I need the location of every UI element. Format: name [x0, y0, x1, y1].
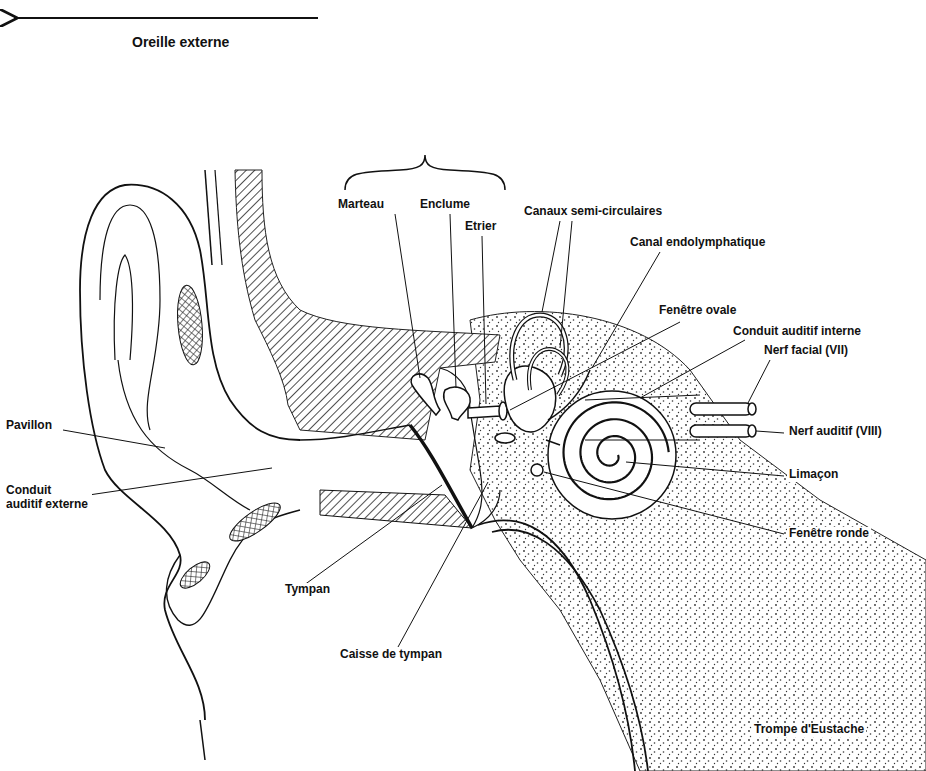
tympanum	[410, 425, 472, 528]
malleus	[411, 374, 440, 415]
part-label: Conduit auditif externe	[4, 484, 92, 512]
cochlea-link	[546, 440, 560, 445]
skin-line	[205, 170, 212, 265]
part-label: Enclume	[418, 198, 472, 212]
auditory-nerve	[690, 425, 752, 437]
helix-rim	[100, 205, 160, 430]
part-label: Canaux semi-circulaires	[522, 205, 664, 219]
part-label: Caisse de tympan	[338, 648, 444, 662]
bracket	[345, 155, 505, 190]
cochlea-capsule	[548, 391, 676, 519]
stapes	[468, 406, 500, 418]
cartilage	[175, 284, 206, 366]
cartilage	[176, 557, 214, 592]
round-window	[531, 464, 543, 476]
skin-line	[215, 170, 222, 265]
part-label: Trompe d'Eustache	[752, 723, 866, 737]
internal-canal	[585, 395, 700, 440]
part-label: Marteau	[336, 198, 386, 212]
region-label: Oreille externe	[130, 34, 231, 50]
part-label: Fenêtre ovale	[657, 304, 738, 318]
part-label: Nerf facial (VII)	[762, 344, 850, 358]
part-label: Canal endolymphatique	[628, 236, 767, 250]
semicircular-canal-lumen	[529, 349, 567, 395]
part-label: Nerf auditif (VIII)	[787, 425, 884, 439]
tympanic-cavity	[440, 368, 500, 528]
stapes-base	[495, 433, 515, 443]
nerve-end	[748, 425, 756, 437]
semicircular-canal	[529, 349, 567, 395]
helix-fold	[114, 255, 132, 360]
temporal-bone	[470, 312, 926, 771]
nerve-end	[748, 403, 756, 415]
cartilage	[225, 497, 286, 548]
part-label: Tympan	[283, 583, 332, 597]
eustachian-tube	[478, 520, 635, 771]
semicircular-canal	[512, 315, 566, 380]
incus	[444, 387, 471, 420]
auricle-outline	[80, 185, 300, 720]
facial-nerve	[690, 403, 752, 415]
leader-lines	[63, 214, 784, 647]
part-label: Pavillon	[4, 419, 54, 433]
canal-floor-bone	[320, 490, 472, 528]
part-label: Etrier	[463, 220, 498, 234]
eustachian-tube	[492, 530, 648, 771]
part-label: Limaçon	[787, 468, 840, 482]
cochlea-spiral	[564, 402, 669, 499]
lobule	[166, 510, 300, 625]
part-label: Fenêtre ronde	[787, 527, 871, 541]
part-label: Conduit auditif interne	[731, 325, 863, 339]
semicircular-canal-lumen	[512, 315, 566, 380]
extent-arrow	[14, 17, 318, 19]
canal-wall	[300, 425, 410, 440]
skull-bone	[235, 170, 500, 440]
skin-line	[200, 720, 205, 760]
